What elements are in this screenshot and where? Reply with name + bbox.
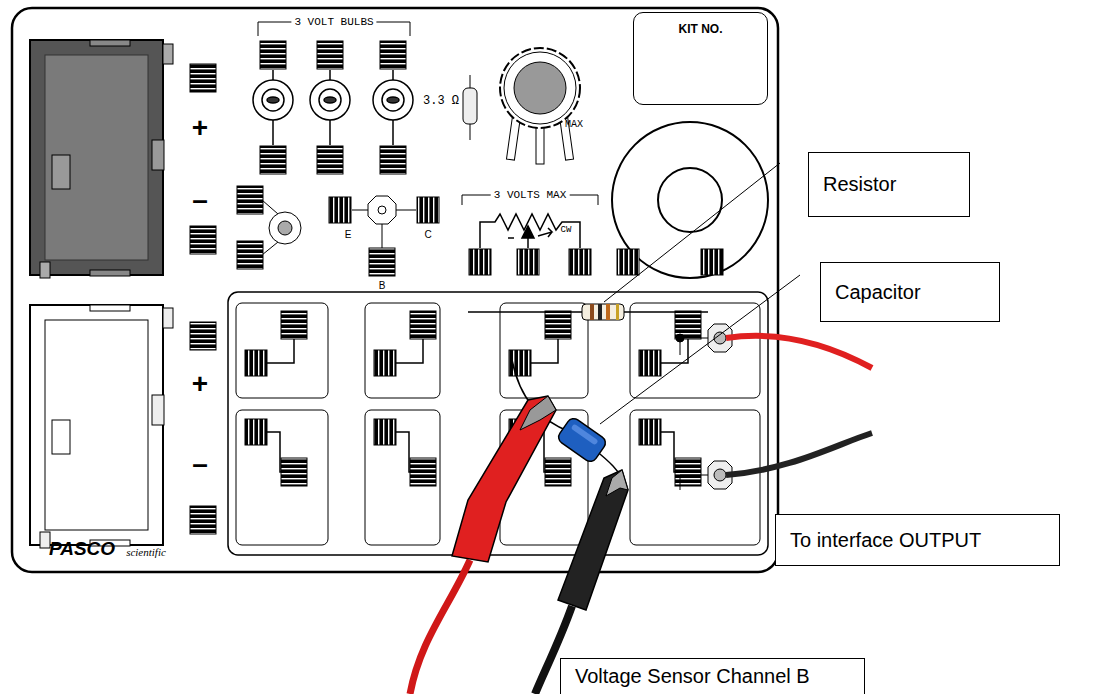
spring-terminal — [190, 226, 216, 254]
scale-label: MAX — [565, 119, 583, 130]
transistor-symbol — [352, 196, 416, 250]
spring-terminal — [545, 311, 571, 339]
capacitor-component — [556, 416, 608, 464]
kit-number-box: KIT NO. — [633, 12, 768, 105]
spring-terminal — [281, 458, 307, 486]
brand-logo: PASCO — [49, 538, 115, 560]
callout-text: Capacitor — [835, 281, 921, 304]
bulb-sockets — [253, 70, 413, 145]
spring-terminal — [245, 350, 267, 376]
spring-terminals — [190, 41, 723, 534]
callout-text: Resistor — [823, 173, 896, 196]
spring-terminal — [675, 458, 701, 486]
clip-square — [630, 303, 760, 398]
circuit-board — [12, 8, 778, 572]
polarity-sign: – — [192, 184, 208, 216]
capacitor-leads — [512, 360, 625, 482]
spring-terminal — [639, 350, 661, 376]
spring-terminal — [237, 241, 263, 269]
banana-jack — [676, 324, 732, 490]
pin-name: C — [424, 229, 431, 240]
spring-terminal — [617, 249, 639, 275]
spring-terminal — [190, 64, 216, 92]
brand-logo: scientific — [126, 546, 166, 558]
spring-terminal — [329, 197, 351, 223]
clip-square — [236, 303, 328, 398]
clip-square — [500, 303, 588, 398]
spring-terminal — [701, 249, 723, 275]
polarity-sign: + — [192, 112, 208, 144]
spring-terminal — [374, 419, 396, 445]
spring-terminal — [245, 419, 267, 445]
rating-label: 3 VOLTS MAX — [491, 188, 570, 202]
group-label: 3 VOLT BULBS — [291, 15, 376, 29]
resistor-symbol — [463, 75, 477, 140]
potentiometer-symbol — [480, 214, 580, 248]
clip-square — [236, 410, 328, 545]
callout-box: Capacitor — [820, 262, 1000, 322]
potentiometer-knob — [500, 48, 580, 164]
red-alligator-clip — [410, 396, 556, 694]
pin-name: E — [345, 229, 352, 240]
spring-terminal — [517, 249, 539, 275]
spring-terminal — [410, 458, 436, 486]
leader-line — [600, 275, 800, 424]
spring-terminal — [374, 350, 396, 376]
spring-terminal — [260, 146, 286, 174]
spring-terminal — [410, 311, 436, 339]
callout-text: KIT NO. — [679, 22, 723, 36]
spring-terminal — [190, 506, 216, 534]
spring-terminal — [569, 249, 591, 275]
clip-square — [630, 410, 760, 545]
spring-terminal — [317, 146, 343, 174]
black-wire — [726, 433, 872, 475]
clip-square — [365, 303, 440, 398]
red-wire — [726, 336, 872, 368]
callout-text: To interface OUTPUT — [790, 529, 981, 552]
battery-holder — [30, 40, 173, 278]
callout-box: To interface OUTPUT — [775, 514, 1060, 566]
spring-terminal — [545, 458, 571, 486]
spring-terminal — [369, 248, 395, 276]
callout-box: Resistor — [808, 152, 970, 217]
spring-terminal — [417, 197, 439, 223]
spring-terminal — [281, 311, 307, 339]
resistor-component — [468, 304, 708, 320]
leader-line — [604, 163, 780, 302]
spring-terminal — [237, 186, 263, 214]
battery-holder — [30, 305, 173, 548]
direction-label: CW — [561, 225, 572, 235]
spring-terminal — [260, 41, 286, 69]
clip-square — [365, 410, 440, 545]
spring-terminal — [380, 41, 406, 69]
component-value: 3.3 Ω — [423, 94, 459, 108]
callout-text: Voltage Sensor Channel B — [575, 665, 810, 688]
spring-terminal — [317, 41, 343, 69]
led-socket — [262, 200, 301, 255]
spring-terminal — [469, 249, 491, 275]
pin-name: B — [379, 280, 386, 291]
polarity-sign: + — [192, 368, 208, 400]
inductor-coil — [612, 122, 768, 278]
spring-terminal — [190, 322, 216, 350]
spring-terminal — [380, 146, 406, 174]
callout-box: Voltage Sensor Channel B — [560, 658, 865, 694]
polarity-sign: – — [192, 448, 208, 480]
spring-terminal — [639, 419, 661, 445]
